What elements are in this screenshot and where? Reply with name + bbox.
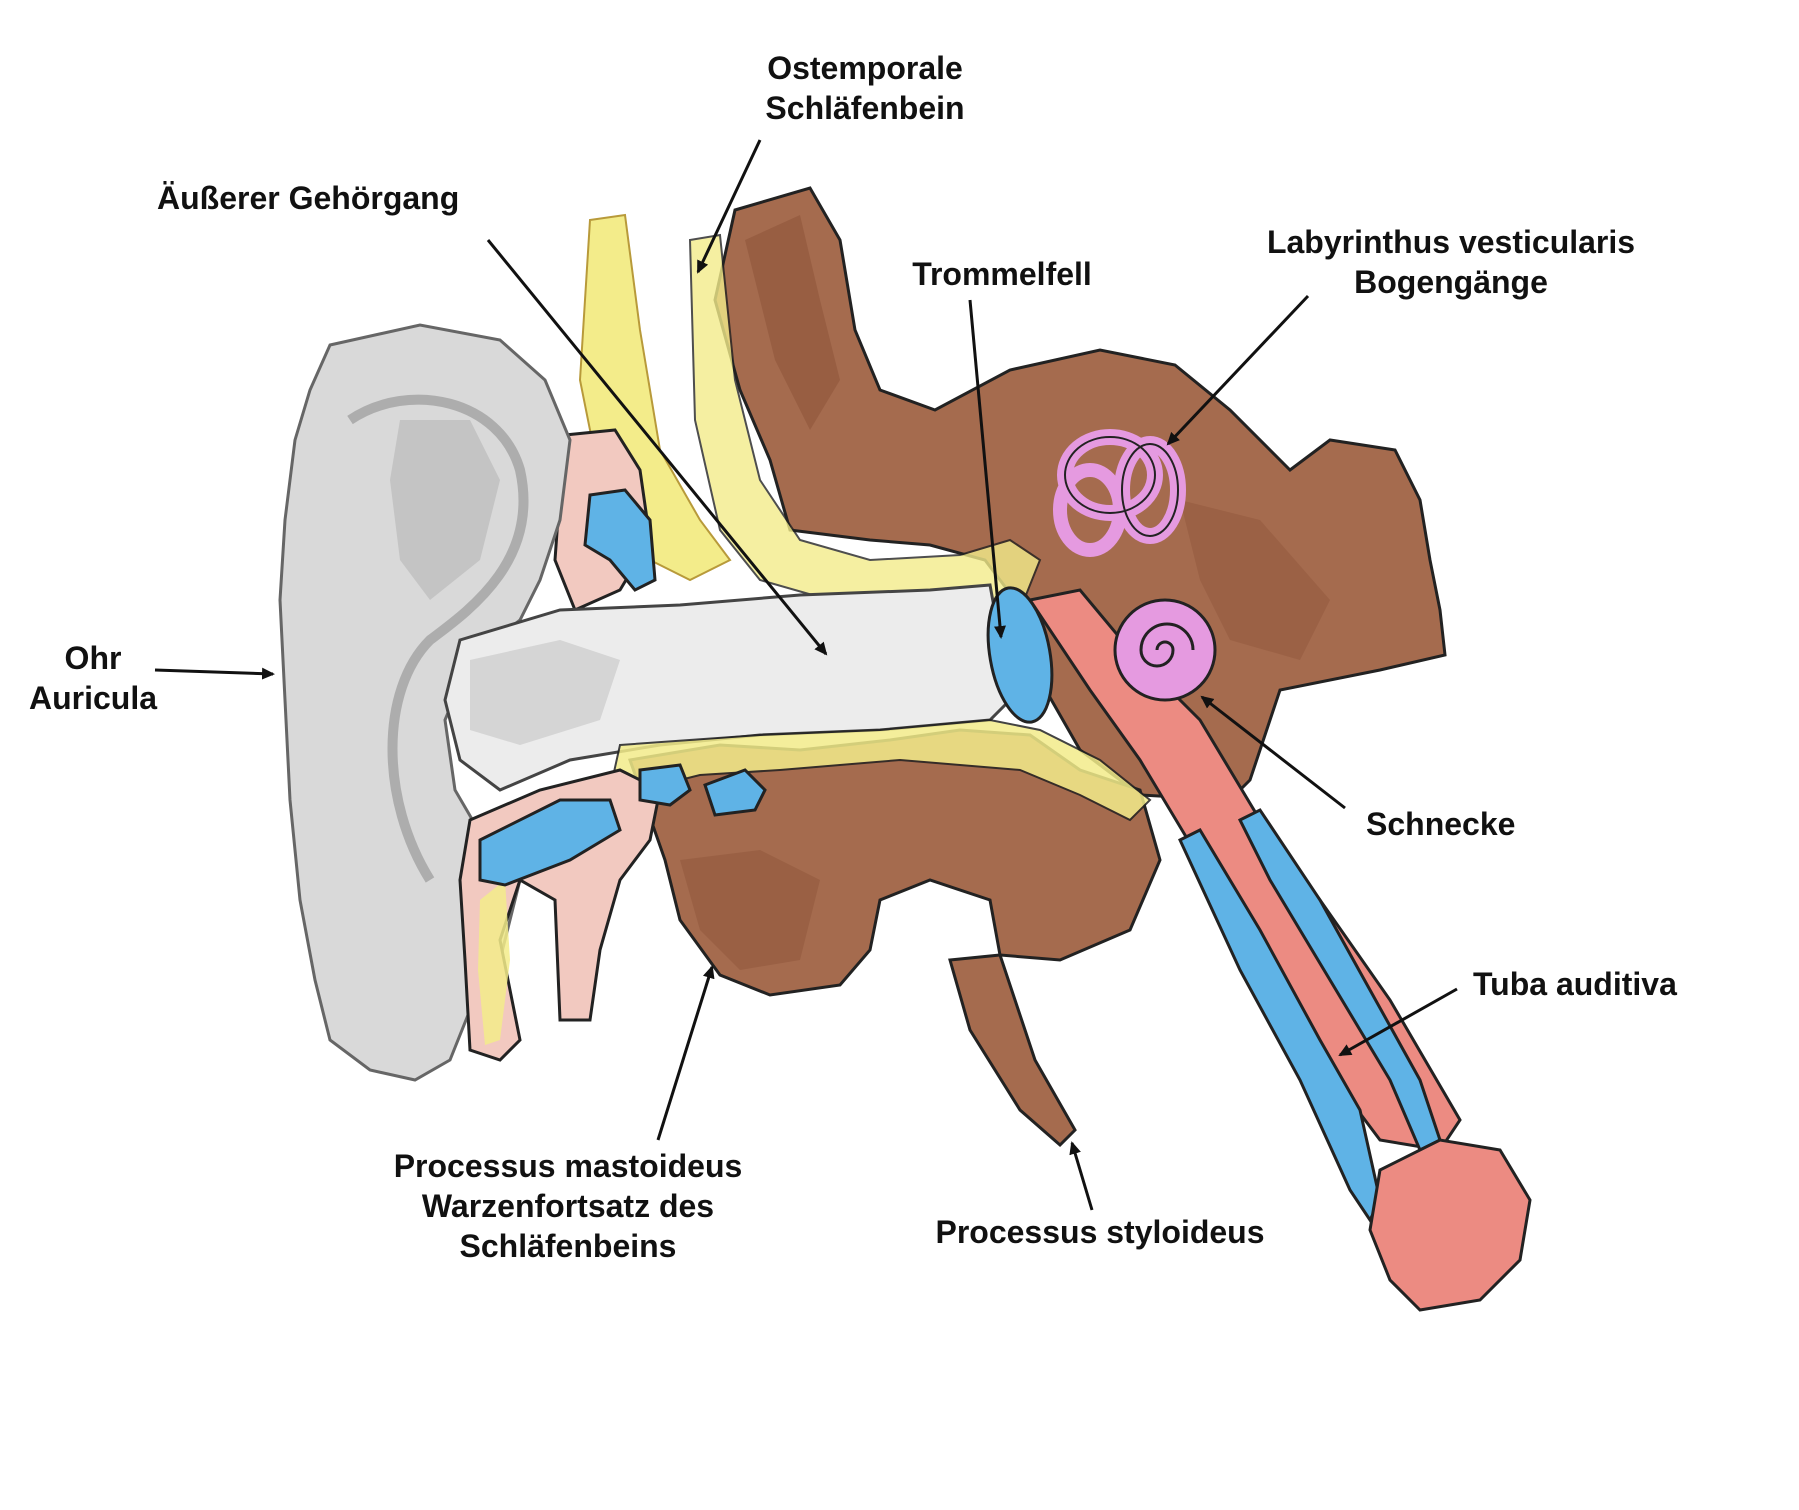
eardrum xyxy=(986,586,1054,724)
auricle-helix-fold xyxy=(347,394,529,883)
styloid-process xyxy=(948,953,1077,1148)
label-schnecke-line-1: Schnecke xyxy=(1366,806,1516,842)
label-tuba-auditiva: Tuba auditiva xyxy=(1473,964,1677,1004)
label-ostemporale-line-2: Schläfenbein xyxy=(765,90,965,126)
lower-blue-space-1 xyxy=(478,798,622,887)
leader-schnecke xyxy=(1200,695,1346,810)
lower-blue-space-3 xyxy=(703,768,767,817)
mastoid-shading xyxy=(680,850,820,970)
label-trommelfell-line-1: Trommelfell xyxy=(912,256,1092,292)
label-ohr-auricula-line-2: Auricula xyxy=(28,680,158,716)
label-ostemporale-line-1: Ostemporale xyxy=(767,50,963,86)
leader-lines xyxy=(154,139,1458,1211)
label-aeusserer-gehoergang: Äußerer Gehörgang xyxy=(157,178,459,218)
label-processus-mastoideus-line-3: Schläfenbeins xyxy=(459,1228,677,1264)
label-schnecke: Schnecke xyxy=(1366,804,1515,844)
label-processus-mastoideus-line-1: Processus mastoideus xyxy=(393,1148,743,1184)
canal-shading xyxy=(470,640,620,745)
semicircular-canals xyxy=(1053,429,1186,557)
bone-shading-2 xyxy=(1180,500,1330,660)
label-processus-mastoideus-line-2: Warzenfortsatz des xyxy=(421,1188,715,1224)
leader-tuba xyxy=(1338,987,1458,1057)
tragus-blue-space xyxy=(583,488,657,592)
lobule-yellow xyxy=(478,880,510,1045)
leader-ohr xyxy=(154,667,275,680)
label-aeusserer-gehoergang-line-1: Äußerer Gehörgang xyxy=(157,180,460,216)
bone-shading xyxy=(745,215,840,430)
label-trommelfell: Trommelfell xyxy=(872,254,1132,294)
label-processus-styloideus-line-1: Processus styloideus xyxy=(935,1214,1265,1250)
label-labyrinthus-line-1: Labyrinthus vesticularis xyxy=(1266,224,1636,260)
leader-styloideus xyxy=(1069,1141,1094,1211)
leader-labyrinthus xyxy=(1166,294,1310,446)
label-ohr-auricula-line-1: Ohr xyxy=(64,640,122,676)
leader-gehoergang xyxy=(486,239,828,656)
leader-trommelfell xyxy=(968,299,1006,639)
cochlea xyxy=(1113,598,1217,702)
leader-mastoideus xyxy=(656,965,715,1141)
lower-blue-space-2 xyxy=(638,763,692,807)
label-tuba-auditiva-line-1: Tuba auditiva xyxy=(1473,966,1677,1002)
canal-bony-wall xyxy=(688,233,1042,617)
auricle-shadow xyxy=(390,420,500,600)
label-processus-styloideus: Processus styloideus xyxy=(900,1212,1300,1252)
auditory-tube-end xyxy=(1368,1138,1532,1312)
leader-ostemporale xyxy=(696,139,762,274)
label-labyrinthus-line-2: Bogengänge xyxy=(1354,264,1548,300)
